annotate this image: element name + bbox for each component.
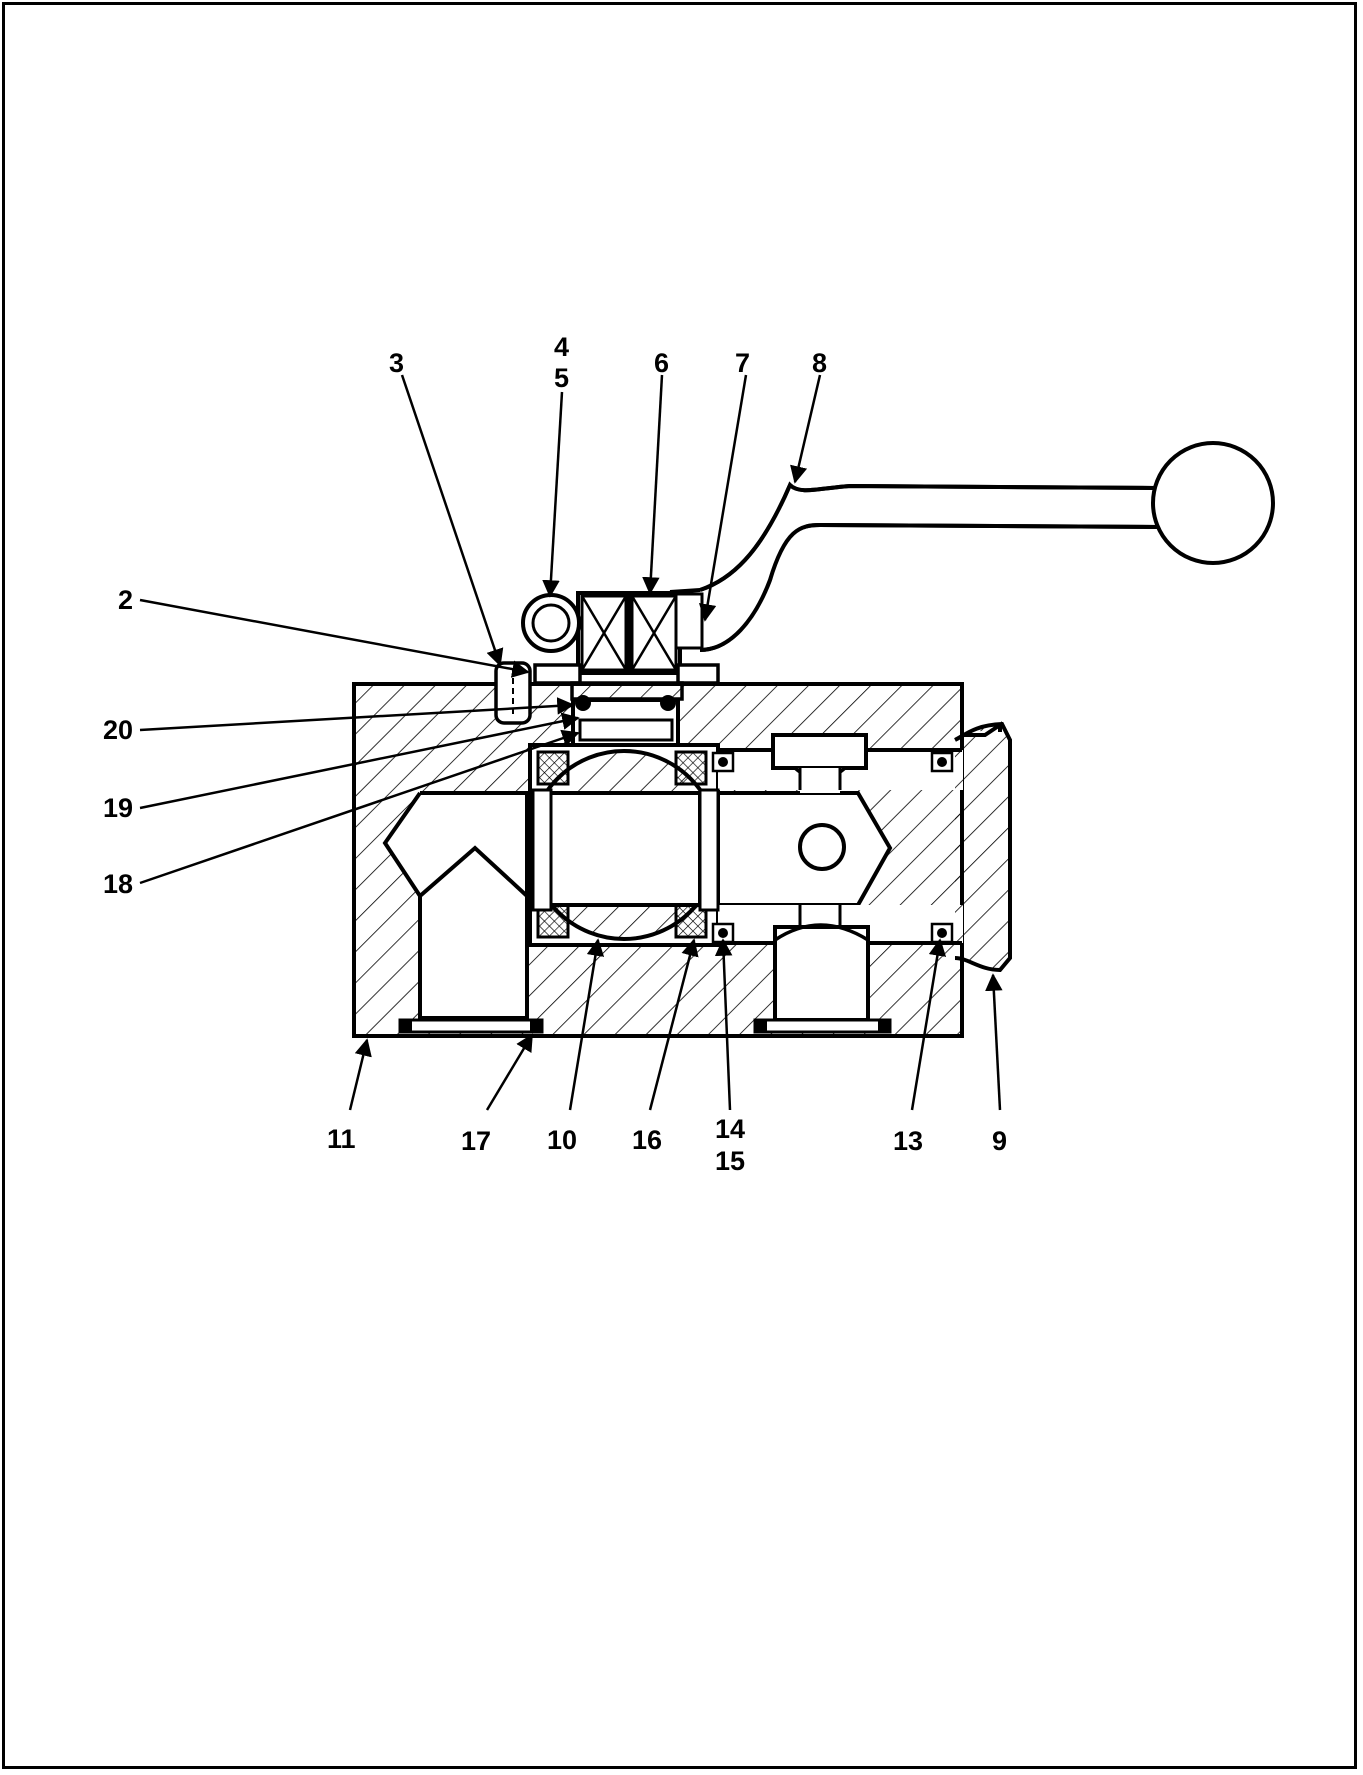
- callout-13: 13: [893, 1126, 923, 1156]
- callout-17: 17: [461, 1126, 491, 1156]
- stop-ring: [521, 593, 581, 653]
- handle-outline-lower: [699, 522, 1161, 652]
- callout-19: 19: [103, 793, 133, 823]
- stem-gland: [576, 591, 704, 675]
- o-rings: [575, 695, 954, 944]
- callout-20: 20: [103, 715, 133, 745]
- handle-knob: [1151, 441, 1275, 565]
- handle-hub-fill: [700, 506, 808, 648]
- handle-outline-upper: [699, 481, 1156, 592]
- bottom-gaskets: [398, 1018, 892, 1034]
- callout-4: 4: [554, 332, 569, 362]
- callout-8: 8: [812, 348, 827, 378]
- callout-18: 18: [103, 869, 133, 899]
- callout-14: 14: [715, 1114, 745, 1144]
- callout-labels: 2 3 4 5 6 7 8 20 19 18 11 17 10 16 14 15…: [103, 332, 1007, 1176]
- callout-3: 3: [389, 348, 404, 378]
- callout-11: 11: [327, 1124, 356, 1154]
- callout-5: 5: [554, 363, 569, 393]
- callout-15: 15: [715, 1146, 745, 1176]
- callout-9: 9: [992, 1126, 1007, 1156]
- callout-10: 10: [547, 1125, 577, 1155]
- callout-16: 16: [632, 1125, 662, 1155]
- callout-6: 6: [654, 348, 669, 378]
- leader-lines: [139, 374, 1003, 1111]
- end-insert: [954, 721, 1012, 973]
- callout-7: 7: [735, 348, 750, 378]
- seat-retainers: [531, 788, 720, 912]
- callout-2: 2: [118, 585, 133, 615]
- seats: [536, 750, 708, 939]
